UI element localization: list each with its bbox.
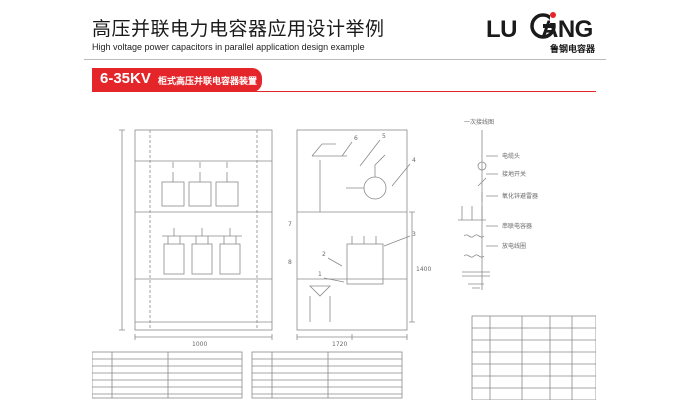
- logo-subtitle: 鲁钢电容器: [550, 45, 596, 55]
- callout-7: 7: [288, 221, 292, 228]
- parts-table-left: [92, 351, 243, 399]
- callout-4: 4: [412, 157, 416, 164]
- insulator-circle: [363, 176, 387, 200]
- capacitor-2: [191, 243, 213, 275]
- reactor-2: [188, 181, 212, 207]
- page-title-en: High voltage power capacitors in paralle…: [92, 42, 365, 52]
- title-block: [471, 315, 596, 400]
- callout-3: 3: [412, 231, 416, 238]
- legend-label-4: 串联电容器: [502, 222, 532, 230]
- technical-drawing: 一次接线图 电缆头 接地开关 氧化锌避雷器 串联电容器 放电线圈 1000 17…: [92, 118, 596, 400]
- callout-8: 8: [288, 259, 292, 266]
- section-banner: 6-35KV 柜式高压并联电容器装置: [92, 68, 262, 92]
- legend-label-3: 氧化锌避雷器: [502, 192, 538, 200]
- legend-label-2: 接地开关: [502, 170, 526, 178]
- legend-label-1: 电缆头: [502, 152, 520, 160]
- page-title-cn: 高压并联电力电容器应用设计举例: [92, 18, 385, 40]
- parts-table-middle: [251, 351, 403, 399]
- dimension-bottom-left: 1000: [192, 341, 207, 348]
- banner-voltage: 6-35KV: [100, 70, 151, 87]
- capacitor-3: [219, 243, 241, 275]
- banner-underline: [92, 91, 596, 92]
- side-capacitor: [346, 243, 384, 285]
- callout-5: 5: [382, 133, 386, 140]
- legend-label-5: 放电线圈: [502, 242, 526, 250]
- right-cabinet-outline: [296, 129, 408, 331]
- callout-1: 1: [318, 271, 322, 278]
- dimension-bottom-right: 1720: [332, 341, 347, 348]
- callout-6: 6: [354, 135, 358, 142]
- left-cabinet-outline: [134, 129, 273, 331]
- schematic-title: 一次接线图: [464, 118, 494, 126]
- reactor-1: [161, 181, 185, 207]
- callout-2: 2: [322, 251, 326, 258]
- dimension-right: 1400: [416, 266, 431, 273]
- header-divider: [84, 59, 606, 60]
- reactor-3: [215, 181, 239, 207]
- banner-subtitle: 柜式高压并联电容器装置: [158, 77, 258, 87]
- logo-mark-icon: [530, 12, 558, 39]
- capacitor-1: [163, 243, 185, 275]
